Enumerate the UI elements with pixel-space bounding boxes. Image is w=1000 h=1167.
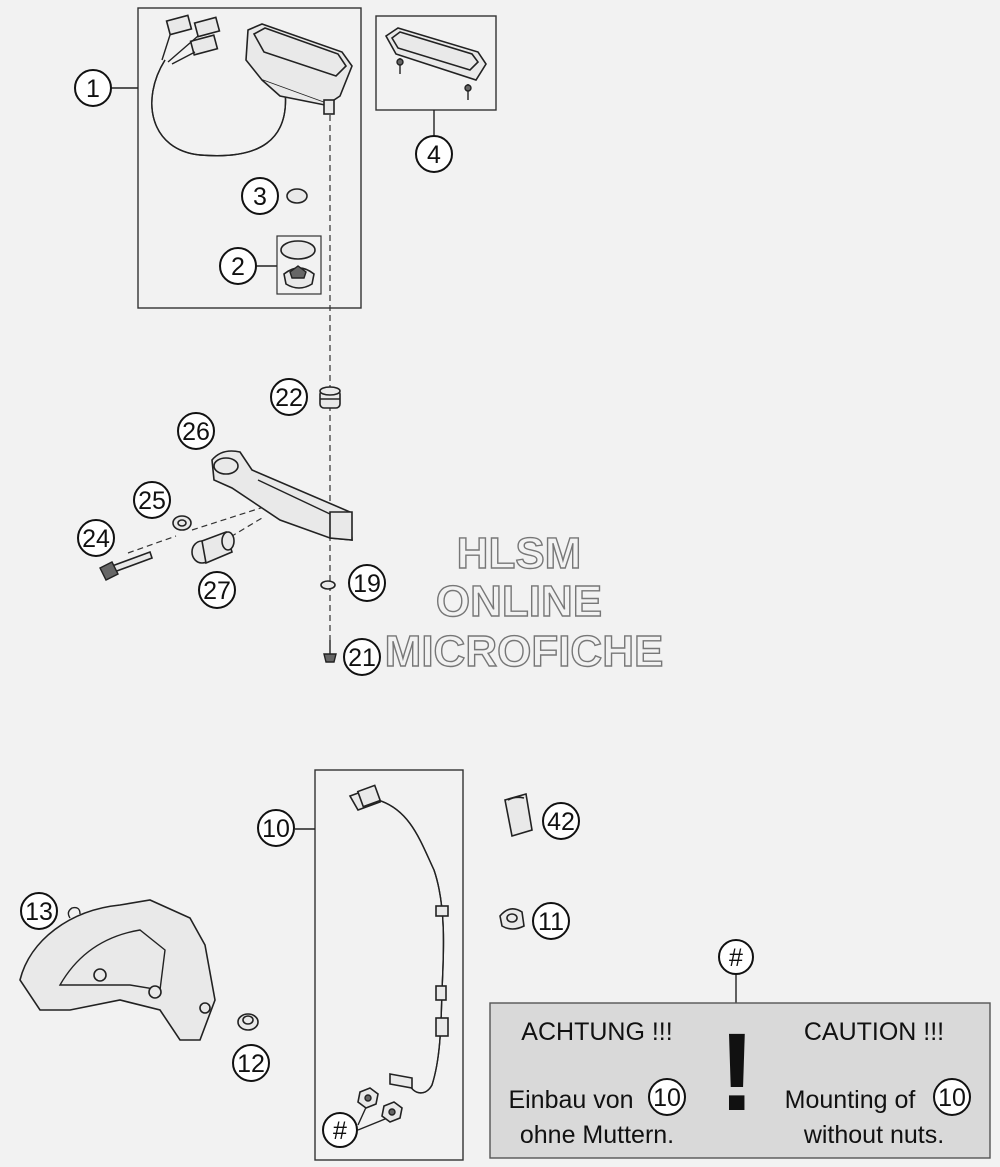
assembly-lines [127, 115, 331, 640]
group-box-speedometer [137, 7, 362, 309]
callout-3: 3 [241, 177, 279, 215]
callout-12: 12 [232, 1044, 270, 1082]
svg-text:21: 21 [348, 644, 376, 672]
callout-13: 13 [20, 892, 58, 930]
svg-text:#: # [333, 1117, 347, 1145]
svg-text:2: 2 [231, 253, 245, 281]
note-line2-de: ohne Muttern. [520, 1121, 674, 1149]
bolt [99, 550, 154, 581]
display-cover-set [384, 27, 487, 100]
note-title-en: CAUTION !!! [804, 1018, 944, 1046]
sleeve-bushing [191, 530, 235, 565]
callout-25: 25 [133, 481, 171, 519]
svg-text:4: 4 [427, 141, 441, 169]
callout-24: 24 [77, 519, 115, 557]
note-ref-de: 10 [653, 1084, 681, 1112]
note-line2-en: without nuts. [803, 1121, 944, 1149]
disc-spacer [237, 1013, 259, 1031]
washer [320, 580, 336, 590]
svg-text:25: 25 [138, 487, 166, 515]
callout-26: 26 [177, 412, 215, 450]
watermark-line-3: MICROFICHE [385, 627, 664, 676]
callout-4: 4 [415, 135, 453, 173]
callout-27: 27 [198, 571, 236, 609]
watermark-line-2: ONLINE [436, 577, 602, 626]
callout-2: 2 [219, 247, 257, 285]
callout-hash-bottom: # [322, 1112, 358, 1148]
sensor-disc [19, 899, 216, 1041]
wheel-speed-sensor [348, 784, 449, 1094]
callout-22: 22 [270, 378, 308, 416]
note-line1-de: Einbau von [508, 1086, 633, 1114]
svg-text:26: 26 [182, 418, 210, 446]
svg-text:3: 3 [253, 183, 267, 211]
svg-text:11: 11 [538, 908, 564, 936]
callout-19: 19 [348, 564, 386, 602]
caution-note: ACHTUNG !!! Einbau von 10 ohne Muttern. … [489, 1002, 991, 1159]
svg-text:13: 13 [25, 898, 53, 926]
note-line1-en: Mounting of [785, 1086, 916, 1114]
callout-42: 42 [542, 802, 580, 840]
svg-text:42: 42 [547, 808, 575, 836]
callout-10: 10 [257, 809, 295, 847]
svg-text:12: 12 [237, 1050, 265, 1078]
seal-ring [286, 188, 308, 204]
watermark: HLSM ONLINE MICROFICHE [384, 528, 664, 676]
exclamation-mark: ! [719, 1011, 756, 1134]
svg-text:1: 1 [86, 75, 100, 103]
speedometer-unit [151, 14, 353, 157]
battery-cover [280, 240, 316, 289]
note-title-de: ACHTUNG !!! [521, 1018, 672, 1046]
screw [323, 640, 337, 663]
sensor-nuts [357, 1087, 403, 1123]
svg-text:24: 24 [82, 525, 110, 553]
svg-text:22: 22 [275, 384, 303, 412]
rubber-bushing [319, 386, 341, 409]
group-box-display-cover [375, 15, 497, 111]
cable-cover [504, 792, 533, 838]
svg-text:19: 19 [353, 570, 381, 598]
group-box-wheel-sensor [314, 769, 464, 1161]
callout-21: 21 [343, 638, 381, 676]
callout-hash-top: # [718, 939, 754, 975]
watermark-line-1: HLSM [457, 529, 582, 578]
box-part-2 [276, 235, 322, 295]
callout-11: 11 [532, 902, 570, 940]
svg-text:27: 27 [203, 577, 231, 605]
cable-clip [499, 908, 525, 930]
speedometer-bracket [211, 450, 353, 541]
note-ref-en: 10 [938, 1084, 966, 1112]
svg-text:10: 10 [262, 815, 290, 843]
spacer-sleeve [172, 515, 192, 531]
callout-1: 1 [74, 69, 112, 107]
svg-text:#: # [729, 944, 743, 972]
